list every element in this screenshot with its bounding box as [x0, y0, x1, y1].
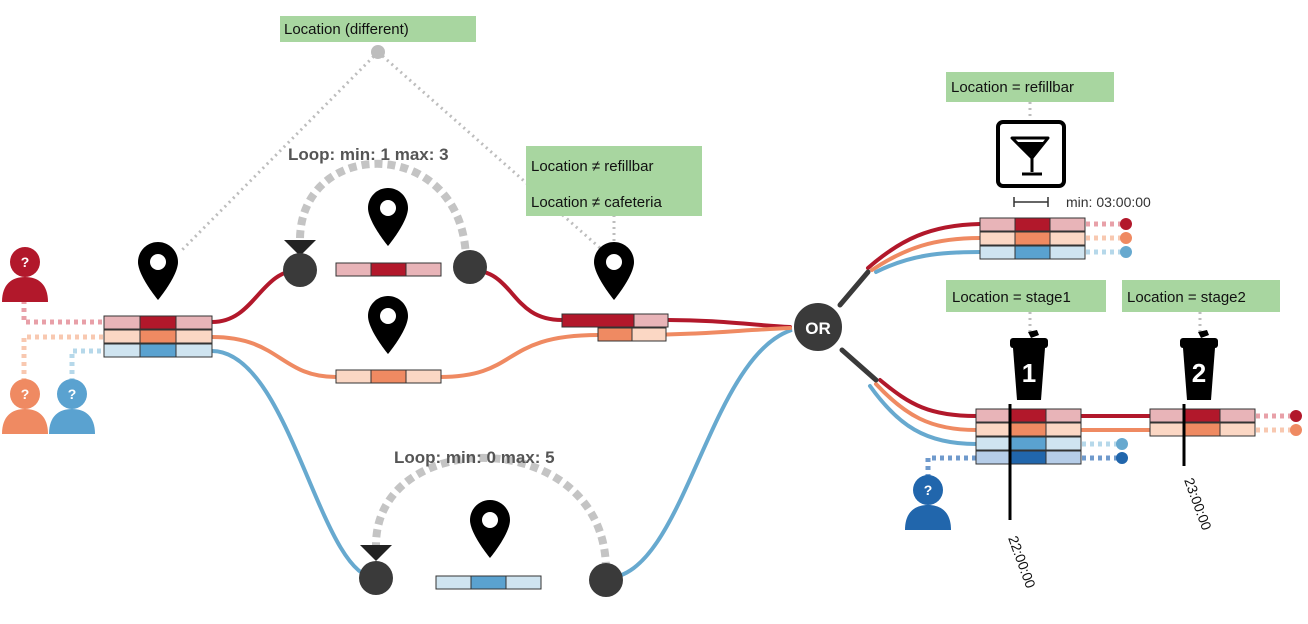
person-unknown-icon[interactable]: ?: [905, 475, 951, 530]
red-flow-upper-loop-out: [468, 268, 564, 322]
upper-loop-label: Loop: min: 1 max: 3: [288, 145, 449, 164]
location-pin-icon: [138, 242, 178, 300]
stage-bin-icon: 1: [1010, 330, 1048, 400]
upper-loop-bar[interactable]: [335, 262, 442, 277]
or-branch-bottom: [839, 347, 879, 383]
tag-location-eq-stage1[interactable]: Location = stage1: [946, 280, 1106, 312]
tag-location-eq-stage2[interactable]: Location = stage2: [1122, 280, 1280, 312]
red-end-dot: [1120, 218, 1132, 230]
lower-loop-label: Loop: min: 0 max: 5: [394, 448, 555, 467]
tag-location-eq-refillbar[interactable]: Location = refillbar: [946, 72, 1114, 102]
loop-node-lower-start[interactable]: [359, 561, 393, 595]
refillbar-bars[interactable]: [979, 217, 1086, 260]
red-actor-link: [21, 300, 104, 325]
actor-mark: ?: [68, 386, 77, 402]
orange-flow-middle-out: [438, 333, 600, 379]
or-label: OR: [805, 319, 831, 338]
stage2-number: 2: [1192, 358, 1206, 388]
person-unknown-icon[interactable]: ?: [2, 379, 48, 434]
red-flow-bottom-branch: [878, 378, 978, 418]
orange-actor-link: [21, 334, 104, 382]
stage1-number: 1: [1022, 358, 1036, 388]
blue-actor-link: [69, 348, 104, 382]
tag-label: Location = stage2: [1127, 289, 1246, 306]
actor-links: [21, 221, 1294, 478]
tag-label: Location = stage1: [952, 289, 1071, 306]
or-branch-top: [837, 269, 871, 308]
actor-mark: ?: [21, 254, 30, 270]
location-pin-icon: [470, 500, 510, 558]
cocktail-glass-icon: [996, 120, 1066, 188]
upper-loop-arrow-icon: [284, 240, 316, 256]
lower-loop-arrow-icon: [360, 545, 392, 561]
location-pin-icon: [368, 188, 408, 246]
orange-flow-top-branch: [870, 236, 982, 272]
darkblue-actor-link: [925, 455, 976, 478]
blue-flow-lower: [210, 349, 378, 580]
orange-end-dot: [1120, 232, 1132, 244]
tag-label: Location = refillbar: [951, 79, 1074, 96]
tail-endpoints: [1116, 218, 1302, 464]
tag-label: Location ≠ cafeteria: [531, 194, 662, 211]
red-flow-top-branch: [866, 222, 982, 270]
constraint-bars: [103, 217, 1256, 590]
lower-loop-bar[interactable]: [435, 575, 542, 590]
location-pin-icon: [368, 296, 408, 354]
link-different-left: [180, 50, 380, 252]
blue-end-dot: [1120, 246, 1132, 258]
loop-node-upper-start[interactable]: [283, 253, 317, 287]
orange-end-dot: [1290, 424, 1302, 436]
stage-bin-icon: 2: [1180, 330, 1218, 400]
middle-bar[interactable]: [335, 369, 442, 384]
stage1-bars[interactable]: [975, 408, 1082, 465]
origin-bars[interactable]: [103, 315, 213, 358]
stage2-bars[interactable]: [1149, 408, 1256, 437]
person-unknown-icon[interactable]: ?: [49, 379, 95, 434]
tag-label: Location ≠ refillbar: [531, 158, 653, 175]
orange-flow-bottom-branch: [874, 382, 978, 432]
or-node[interactable]: OR: [792, 301, 844, 353]
merge-bars[interactable]: [561, 313, 669, 342]
time-label-1: 22:00:00: [1005, 534, 1039, 591]
upper-loop-arc: [296, 160, 470, 263]
darkblue-end-dot: [1116, 452, 1128, 464]
orange-flow-middle: [210, 335, 338, 379]
duration-label: min: 03:00:00: [1066, 194, 1151, 210]
loop-arcs: [296, 160, 610, 571]
loop-node-upper-end[interactable]: [453, 250, 487, 284]
blue-end-dot: [1116, 438, 1128, 450]
person-unknown-icon[interactable]: ?: [2, 247, 48, 302]
tag-location-different[interactable]: Location (different): [280, 16, 476, 42]
red-flow-to-or: [666, 318, 792, 329]
actor-mark: ?: [924, 482, 933, 498]
actor-mark: ?: [21, 386, 30, 402]
blue-flow-bottom-branch: [868, 384, 978, 446]
loop-nodes: [283, 250, 623, 597]
annotation-junction: [371, 45, 385, 59]
lower-loop-arc: [372, 453, 610, 571]
tag-location-not-refillbar[interactable]: Location ≠ refillbar Location ≠ cafeteri…: [526, 146, 702, 216]
duration-marker: [1013, 197, 1049, 207]
time-label-2: 23:00:00: [1181, 476, 1215, 533]
flow-lines: [210, 222, 1152, 580]
blue-flow-lower-out: [604, 325, 812, 580]
blue-flow-top-branch: [874, 250, 982, 274]
red-end-dot: [1290, 410, 1302, 422]
loop-node-lower-end[interactable]: [589, 563, 623, 597]
location-pin-icon: [594, 242, 634, 300]
tag-label: Location (different): [284, 21, 409, 38]
